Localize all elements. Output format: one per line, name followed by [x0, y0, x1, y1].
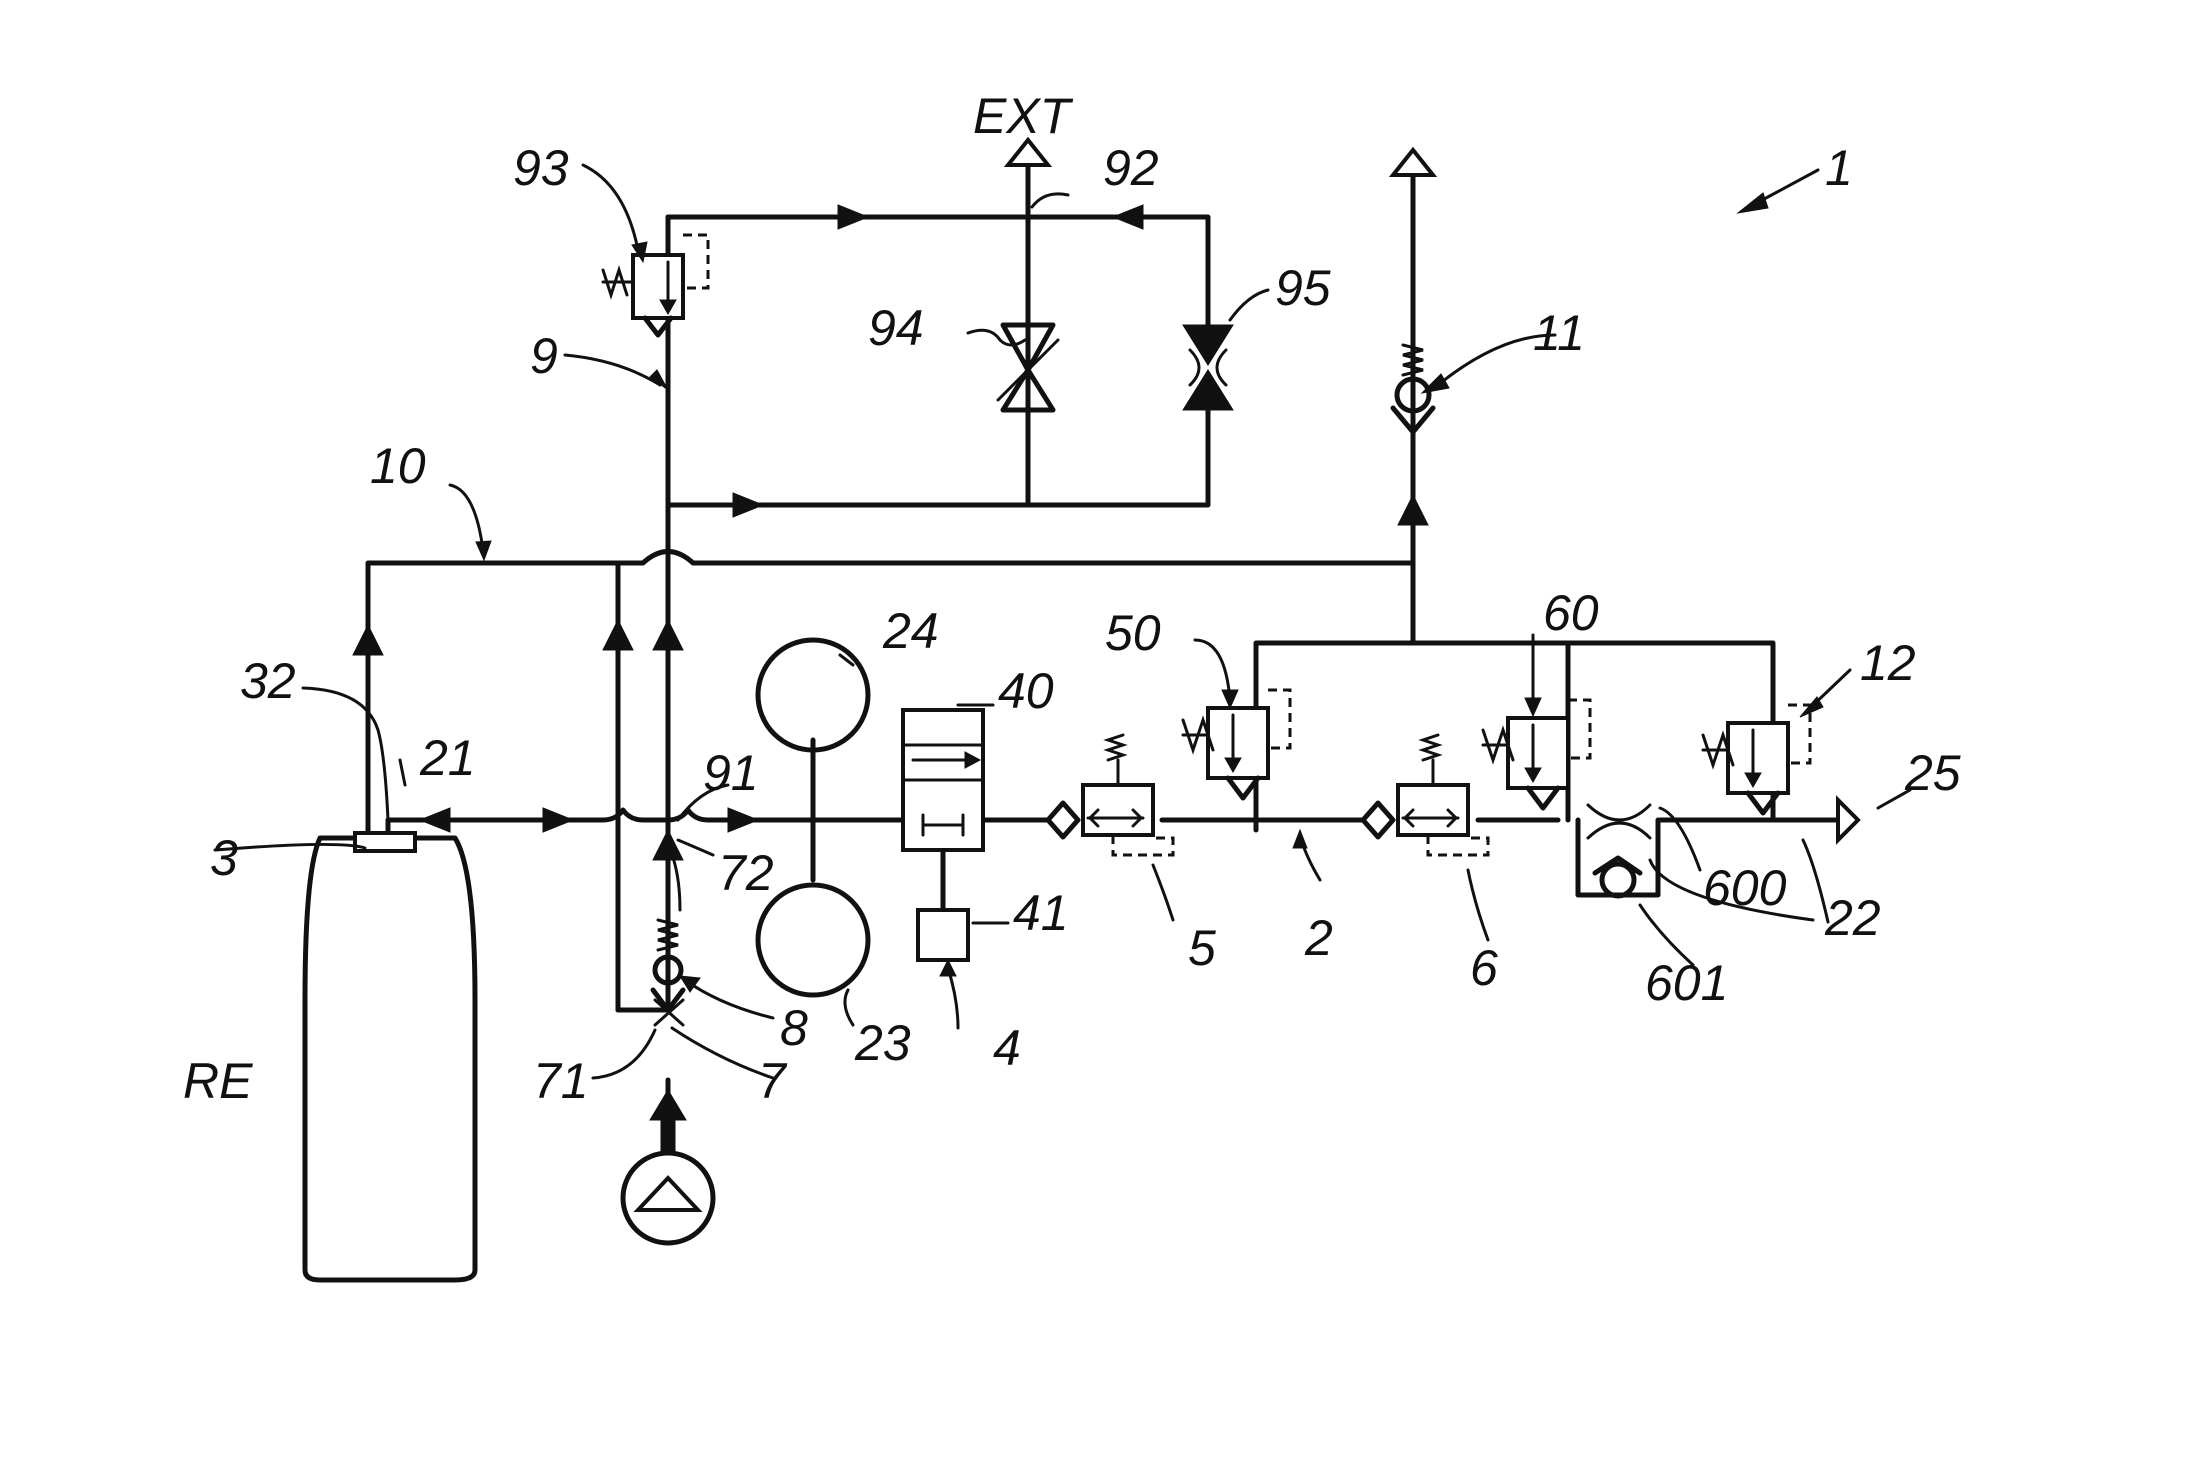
- arrow-right-main-1: [543, 808, 573, 832]
- tyre-re: [305, 833, 475, 1280]
- label-re: RE: [183, 1053, 253, 1109]
- outlet-25: [1838, 800, 1858, 840]
- label-11: 11: [1533, 305, 1585, 361]
- label-91: 91: [703, 745, 759, 801]
- valve-60: [1483, 700, 1590, 808]
- valve-93: [603, 235, 708, 335]
- label-8: 8: [780, 1000, 808, 1056]
- label-5: 5: [1188, 920, 1216, 976]
- label-600: 600: [1703, 860, 1787, 916]
- valve-50: [1183, 690, 1290, 798]
- valve-12: [1703, 705, 1810, 813]
- gauge-24: [758, 640, 868, 750]
- label-94: 94: [868, 300, 924, 356]
- arrow-up-32: [353, 625, 383, 655]
- valve-40: [903, 710, 983, 960]
- label-1: 1: [1825, 140, 1853, 196]
- label-95: 95: [1275, 260, 1331, 316]
- label-60: 60: [1543, 585, 1599, 641]
- label-25: 25: [1904, 745, 1961, 801]
- label-32: 32: [240, 653, 296, 709]
- label-72: 72: [718, 845, 774, 901]
- label-22: 22: [1824, 890, 1881, 946]
- label-9: 9: [530, 328, 558, 384]
- label-21: 21: [419, 730, 476, 786]
- label-71: 71: [533, 1053, 589, 1109]
- label-3: 3: [210, 830, 238, 886]
- label-601: 601: [1645, 955, 1728, 1011]
- label-7: 7: [758, 1053, 788, 1109]
- label-6: 6: [1470, 940, 1498, 996]
- arrow-left-95-top: [1113, 205, 1143, 229]
- regulator-5: [1048, 735, 1173, 855]
- label-12: 12: [1860, 635, 1916, 691]
- arrow-right-9-bottom: [733, 493, 763, 517]
- label-24: 24: [882, 603, 939, 659]
- reference-labels: EXT 92 93 94 95 1 9 11 10 24 50 60 12 32…: [183, 88, 1961, 1109]
- check-valve-601: [1602, 864, 1634, 896]
- label-41: 41: [1013, 885, 1069, 941]
- label-23: 23: [854, 1015, 911, 1071]
- label-2: 2: [1304, 910, 1333, 966]
- label-40: 40: [998, 663, 1054, 719]
- label-4: 4: [993, 1020, 1021, 1076]
- pipe-network: [368, 160, 1838, 1150]
- arrow-left-21: [420, 808, 450, 832]
- restrictor-95: [1183, 325, 1233, 410]
- actuator-41: [918, 910, 968, 960]
- leader-lines: [215, 165, 1910, 1078]
- bypass-600-601: [1578, 805, 1658, 896]
- label-50: 50: [1105, 605, 1161, 661]
- arrow-right-9-top: [838, 205, 868, 229]
- regulator-6: [1363, 735, 1488, 855]
- label-92: 92: [1103, 140, 1159, 196]
- arrow-up-9: [653, 620, 683, 650]
- label-93: 93: [513, 140, 569, 196]
- label-ext: EXT: [973, 88, 1074, 144]
- arrow-up-11: [1398, 495, 1428, 525]
- supply-arrow: [650, 1090, 686, 1120]
- exhaust-11: [1393, 150, 1433, 175]
- label-10: 10: [370, 438, 426, 494]
- arrow-right-main-2: [728, 808, 758, 832]
- arrow-up-72: [603, 620, 633, 650]
- gauge-23: [758, 885, 868, 995]
